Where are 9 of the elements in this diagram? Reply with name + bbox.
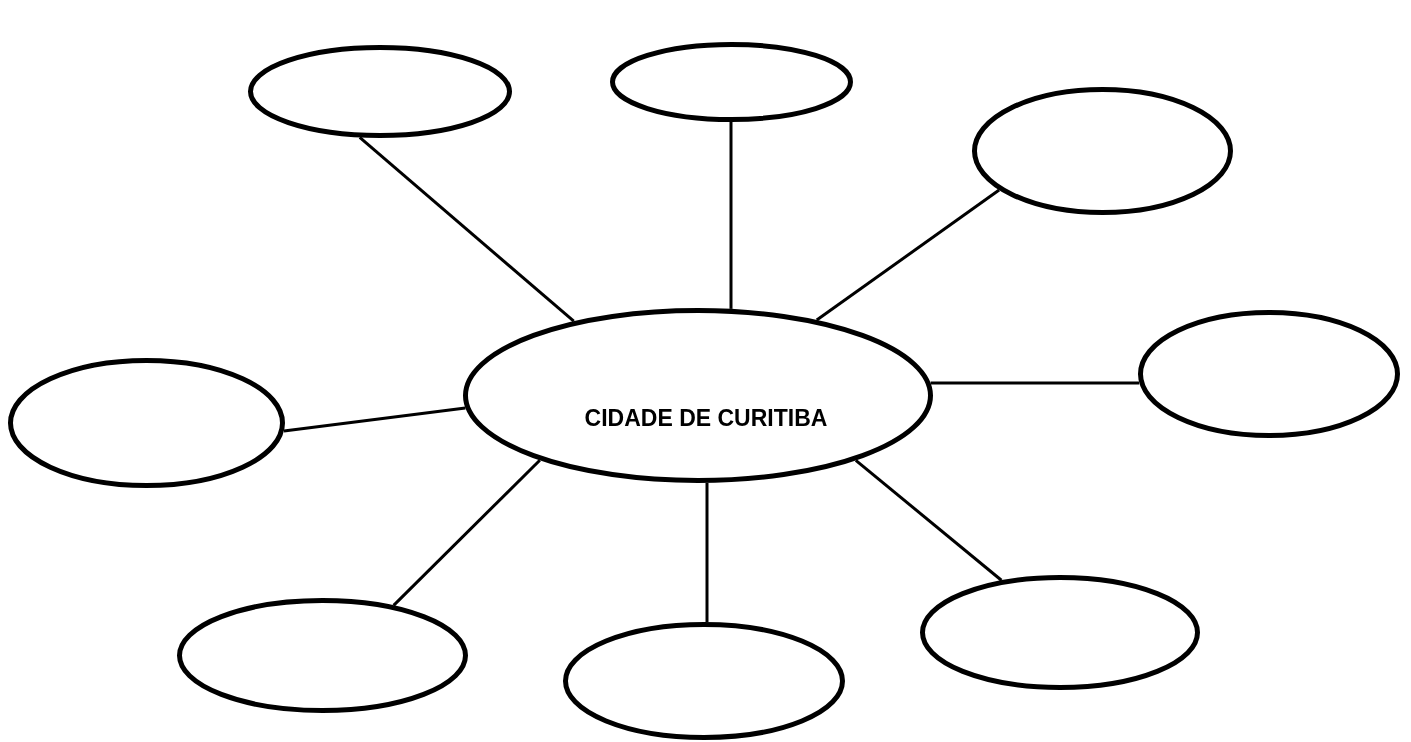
connector-line: [358, 136, 575, 323]
node-label: CIDADE DE CURITIBA: [584, 405, 828, 432]
connector-line: [815, 188, 1000, 322]
connector-line: [930, 381, 1140, 385]
connector-line: [392, 459, 541, 607]
connector-line: [729, 122, 733, 309]
connector-line: [854, 459, 1003, 582]
connector-line: [283, 406, 466, 433]
connector-line: [705, 482, 709, 622]
